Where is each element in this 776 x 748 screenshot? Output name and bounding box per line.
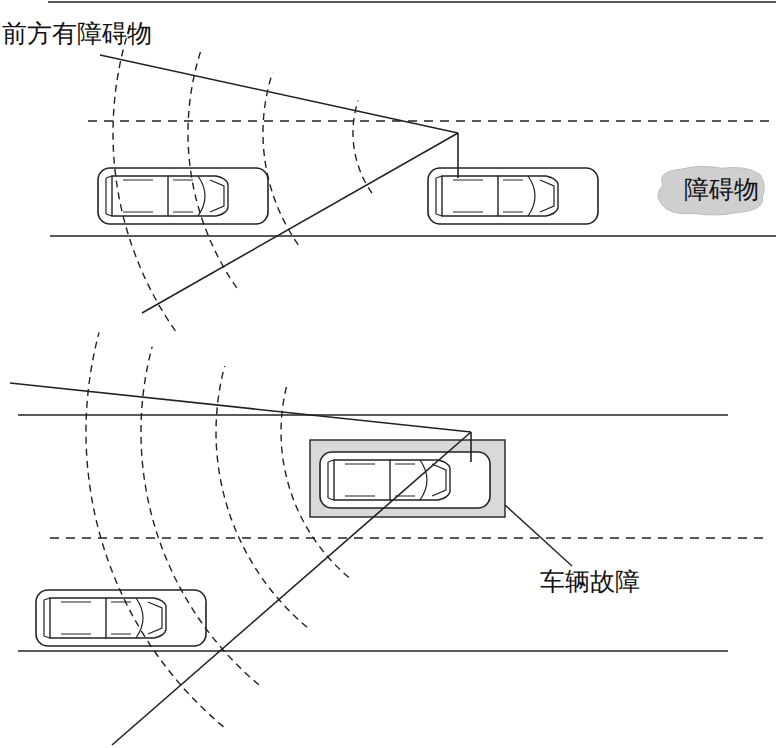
callout-label: 车辆故障 — [540, 568, 640, 597]
signal-arc — [188, 50, 237, 288]
signal-arc — [281, 383, 349, 578]
signal-arc — [353, 101, 372, 194]
signal-arc — [141, 347, 259, 685]
signal-arc — [216, 366, 307, 627]
signal-arc — [113, 26, 175, 331]
signal-arc — [86, 332, 224, 727]
signal-arc — [263, 73, 298, 245]
node-text: 障碍物 — [684, 176, 765, 205]
obstacle-blob: 障碍物 — [654, 164, 767, 217]
heading-label: 前方有障碍物 — [2, 20, 152, 49]
